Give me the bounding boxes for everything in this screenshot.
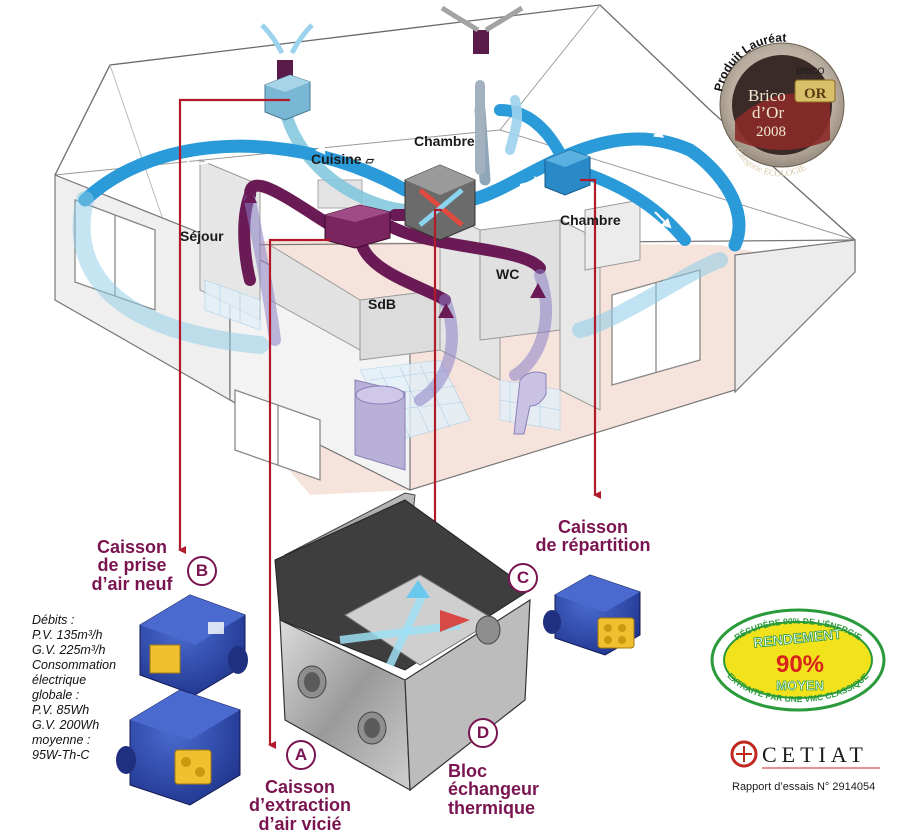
room-label-chambre-right: Chambre bbox=[560, 212, 621, 228]
leader-b bbox=[178, 98, 290, 554]
spec-line: Débits : bbox=[32, 613, 75, 627]
right-wall bbox=[734, 239, 856, 394]
room-label-cuisine: Cuisine ▱ bbox=[311, 151, 374, 167]
cetiat-logo: CETIAT Rapport d’essais N° 2914054 bbox=[730, 740, 880, 793]
leader-lines bbox=[178, 98, 601, 749]
label-caisson-c: Caisson de répartition bbox=[535, 517, 651, 556]
room-label-wc: WC bbox=[496, 266, 520, 282]
spec-line: 95W-Th-C bbox=[32, 748, 90, 762]
heat-exchanger-box bbox=[274, 492, 531, 792]
room-label-sdb: SdB bbox=[368, 296, 396, 312]
toilet bbox=[513, 371, 547, 435]
cetiat-emblem-icon bbox=[730, 740, 758, 768]
leader-a bbox=[268, 238, 330, 749]
extraction-box-photo bbox=[116, 689, 241, 806]
spec-line: globale : bbox=[32, 688, 80, 702]
award-brand-small: BRICO bbox=[796, 66, 825, 76]
leader-c bbox=[580, 178, 601, 499]
brico-dor-award: Produit Lauréat BRICO Brico d’Or OR 2008… bbox=[711, 31, 845, 178]
room-label-sejour: Séjour bbox=[180, 228, 224, 244]
badge-c: C bbox=[508, 563, 538, 593]
efficiency-moyen: MOYEN bbox=[776, 678, 824, 693]
specs-block: Débits : P.V. 135m³/h G.V. 225m³/h Conso… bbox=[32, 613, 152, 763]
distribution-box-photo bbox=[543, 574, 641, 656]
spec-line: G.V. 225m³/h bbox=[32, 643, 106, 657]
label-bloc-d: Bloc échangeur thermique bbox=[448, 761, 540, 818]
award-brand-big-2: d’Or bbox=[752, 103, 784, 122]
efficiency-percent: 90% bbox=[776, 651, 824, 678]
cetiat-name: CETIAT bbox=[762, 742, 868, 767]
award-year: 2008 bbox=[756, 124, 786, 140]
distribution-box bbox=[544, 149, 591, 196]
kitchen-icon: ▱ bbox=[365, 155, 374, 167]
spec-line: G.V. 200Wh bbox=[32, 718, 100, 732]
extraction-box bbox=[324, 204, 391, 249]
spec-line: Consommation bbox=[32, 658, 117, 672]
badge-a: A bbox=[286, 740, 316, 770]
leader-d bbox=[433, 208, 442, 534]
cetiat-report: Rapport d’essais N° 2914054 bbox=[732, 781, 875, 793]
badge-b: B bbox=[187, 556, 217, 586]
duct-flow-arrows bbox=[180, 121, 672, 229]
intake-box-photo bbox=[139, 594, 248, 696]
award-brand-or: OR bbox=[804, 86, 827, 102]
spec-line: P.V. 85Wh bbox=[32, 703, 90, 717]
spec-line: P.V. 135m³/h bbox=[32, 628, 103, 642]
spec-line: moyenne : bbox=[32, 733, 91, 747]
award-brand-big-1: Brico bbox=[748, 86, 786, 105]
label-caisson-a: Caisson d’extraction d’air vicié bbox=[248, 777, 352, 834]
roof-vent-left bbox=[260, 23, 314, 82]
label-caisson-b: Caisson de prise d’air neuf bbox=[91, 537, 173, 594]
heat-exchanger-unit bbox=[404, 164, 476, 241]
badge-d: D bbox=[468, 718, 498, 748]
spec-line: électrique bbox=[32, 673, 87, 687]
intake-box bbox=[264, 74, 311, 121]
efficiency-badge: RÉCUPÈRE 90% DE L’ÉNERGIE EXTRAITE PAR U… bbox=[710, 608, 886, 712]
stale-flow-arrows bbox=[243, 190, 546, 318]
roof-vent-right bbox=[440, 5, 524, 54]
room-label-chambre-top: Chambre bbox=[414, 133, 475, 149]
